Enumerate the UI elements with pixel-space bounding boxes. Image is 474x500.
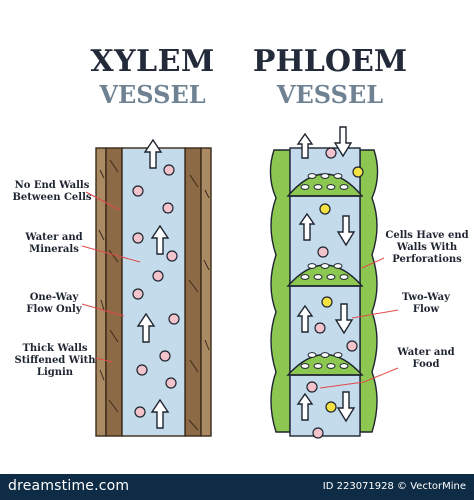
pointer-one-way (81, 303, 125, 317)
label-two-way-flow: Two-Way Flow (402, 292, 450, 315)
pointer-two-way (351, 309, 399, 319)
pointer-lines (81, 191, 399, 389)
phloem-down-arrow (333, 126, 353, 158)
sieve-pore (326, 363, 336, 369)
xylem-particle (132, 288, 144, 300)
sieve-pore (300, 274, 310, 280)
xylem-up-arrow (136, 312, 156, 343)
label-cells-end-walls: Cells Have end Walls With Perforations (385, 230, 469, 265)
phloem-particle-yellow (321, 296, 333, 308)
sieve-pore (300, 363, 310, 369)
xylem-vessel (95, 147, 212, 437)
pointer-water-minerals (81, 245, 141, 263)
label-one-way-flow: One-Way Flow Only (26, 292, 82, 315)
xylem-particle (163, 164, 175, 176)
xylem-particle (134, 406, 146, 418)
pointer-no-end-walls (85, 191, 121, 211)
xylem-particle (152, 270, 164, 282)
xylem-particle (136, 364, 148, 376)
xylem-particle (132, 185, 144, 197)
phloem-particle-yellow (352, 166, 364, 178)
xylem-particle (166, 250, 178, 262)
sieve-pore (320, 263, 330, 269)
sieve-pore (307, 263, 317, 269)
xylem-up-arrow (150, 398, 170, 429)
xylem-particle (162, 202, 174, 214)
xylem-up-arrow (150, 224, 170, 255)
phloem-arrows (296, 126, 356, 423)
phloem-vessel (269, 147, 379, 437)
phloem-up-arrow (296, 132, 314, 159)
sieve-pore (300, 184, 310, 190)
phloem-particle-pink (317, 246, 329, 258)
xylem-water-channel (121, 147, 186, 437)
xylem-subtitle: VESSEL (99, 80, 206, 109)
label-no-end-walls: No End Walls Between Cells (12, 180, 92, 203)
phloem-particle-pink (312, 427, 324, 439)
phloem-particle-pink (346, 340, 358, 352)
phloem-up-arrow (298, 212, 316, 241)
pointer-water-food-2 (319, 381, 365, 389)
sieve-pore (326, 184, 336, 190)
phloem-title: PHLOEM (252, 44, 408, 79)
sieve-pore (339, 274, 349, 280)
footer-bar: dreamstime.com ID 223071928 © VectorMine (0, 474, 474, 500)
sieve-pore (333, 352, 343, 358)
sieve-pore (320, 352, 330, 358)
sieve-pore (313, 274, 323, 280)
xylem-left-outer-wall (95, 147, 107, 437)
sieve-pores (300, 173, 349, 369)
phloem-particle-pink (325, 147, 337, 159)
sieve-pore (333, 263, 343, 269)
phloem-down-arrow (336, 215, 356, 247)
label-water-minerals: Water and Minerals (25, 232, 83, 255)
xylem-right-inner-wall (184, 147, 202, 437)
sieve-pore (307, 352, 317, 358)
sieve-pore (313, 184, 323, 190)
label-water-food: Water and Food (397, 347, 455, 370)
phloem-particle-yellow (325, 401, 337, 413)
sieve-pore (320, 173, 330, 179)
pointer-water-food-1 (363, 367, 399, 383)
xylem-title: XYLEM (90, 44, 215, 79)
phloem-up-arrow (296, 392, 314, 421)
sieve-pore (333, 173, 343, 179)
footer-brand: dreamstime.com (8, 478, 130, 494)
xylem-particle (132, 232, 144, 244)
xylem-particles (132, 164, 180, 418)
phloem-left-companion-cells (269, 149, 291, 433)
phloem-right-companion-cells (359, 149, 379, 433)
xylem-particle (159, 350, 171, 362)
phloem-down-arrow (336, 391, 356, 423)
xylem-particle (165, 377, 177, 389)
phloem-subtitle: VESSEL (276, 80, 384, 109)
sieve-pore (313, 363, 323, 369)
phloem-up-arrow (296, 304, 314, 333)
sieve-pore (339, 184, 349, 190)
phloem-particle-pink (306, 381, 318, 393)
xylem-up-arrow (143, 138, 163, 169)
pointer-cells-end-walls (361, 257, 385, 269)
xylem-wall-texture (98, 159, 210, 431)
sieve-pore (307, 173, 317, 179)
label-thick-walls: Thick Walls Stiffened With Lignin (14, 343, 96, 378)
sieve-pore (339, 363, 349, 369)
footer-id-credit: ID 223071928 © VectorMine (322, 481, 466, 492)
xylem-arrows (136, 138, 170, 429)
pointer-thick-walls (95, 357, 113, 363)
xylem-left-inner-wall (105, 147, 123, 437)
xylem-right-outer-wall (200, 147, 212, 437)
phloem-particles (306, 147, 364, 439)
phloem-particle-pink (314, 322, 326, 334)
diagram-canvas (81, 126, 399, 439)
phloem-down-arrow (334, 303, 354, 335)
phloem-particle-yellow (319, 203, 331, 215)
sieve-pore (326, 274, 336, 280)
xylem-particle (168, 313, 180, 325)
